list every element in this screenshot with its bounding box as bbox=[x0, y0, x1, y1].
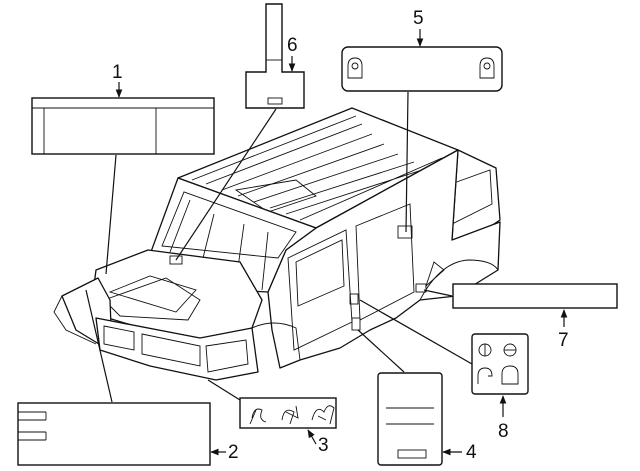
label-2-graphic bbox=[17, 402, 211, 466]
callout-5: 5 bbox=[413, 8, 424, 29]
label-5-graphic bbox=[341, 46, 503, 92]
callout-8: 8 bbox=[498, 421, 509, 442]
label-1-graphic bbox=[31, 97, 215, 155]
label-4-graphic bbox=[377, 372, 443, 466]
leader-3 bbox=[207, 379, 241, 401]
leader-1 bbox=[105, 154, 117, 275]
label-6-graphic bbox=[245, 3, 305, 109]
leader-7 bbox=[423, 289, 453, 297]
callout-2: 2 bbox=[228, 442, 239, 463]
vehicle-body bbox=[53, 107, 501, 381]
callout-4: 4 bbox=[466, 442, 477, 463]
label-8-graphic bbox=[471, 333, 529, 395]
leader-6 bbox=[175, 108, 277, 261]
leader-5 bbox=[405, 91, 409, 233]
leader-2 bbox=[85, 289, 113, 403]
callout-3: 3 bbox=[318, 435, 329, 456]
arrow-3 bbox=[307, 429, 317, 445]
leader-8 bbox=[359, 299, 473, 365]
label-7-graphic bbox=[452, 283, 618, 309]
leader-4 bbox=[357, 329, 405, 373]
callout-7: 7 bbox=[558, 330, 569, 351]
callout-1: 1 bbox=[112, 62, 123, 83]
callout-6: 6 bbox=[287, 35, 298, 56]
label-3-graphic bbox=[239, 397, 337, 429]
